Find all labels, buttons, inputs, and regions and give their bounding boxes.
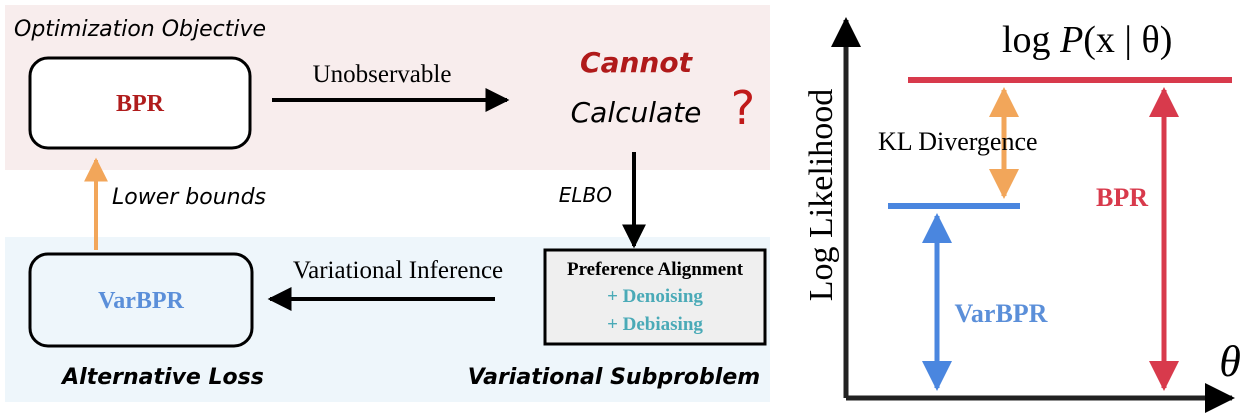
formula-p: P (1059, 19, 1083, 61)
cannot-label: Cannot (580, 46, 694, 79)
x-axis-label: θ (1219, 337, 1241, 386)
bpr-box (28, 56, 252, 150)
varbpr-box (28, 252, 254, 348)
varbpr-box-label: VarBPR (98, 288, 184, 314)
calculate-label: Calculate (571, 96, 702, 129)
variational-inference-label: Variational Inference (293, 257, 503, 284)
optimization-objective-label: Optimization Objective (14, 17, 266, 42)
y-axis-label: Log Likelihood (803, 89, 840, 301)
preference-alignment-title: Preference Alignment (567, 259, 744, 280)
unobservable-label: Unobservable (313, 61, 452, 88)
varbpr-label: VarBPR (955, 299, 1048, 328)
preference-alignment-box (543, 248, 767, 346)
bpr-label: BPR (1096, 183, 1148, 212)
variational-subproblem-label: Variational Subproblem (468, 365, 760, 390)
alternative-loss-label: Alternative Loss (60, 365, 264, 390)
kl-divergence-label: KL Divergence (878, 127, 1038, 156)
question-mark: ? (731, 81, 755, 135)
formula-log: log (1002, 19, 1051, 61)
elbo-label: ELBO (559, 183, 612, 207)
debiasing-label: + Debiasing (607, 314, 703, 335)
log-likelihood-formula: log P(x | θ) (1002, 19, 1172, 61)
lower-bounds-label: Lower bounds (112, 185, 266, 210)
denoising-label: + Denoising (607, 286, 703, 307)
bpr-box-label: BPR (116, 91, 165, 117)
formula-args: (x | θ) (1083, 19, 1172, 61)
